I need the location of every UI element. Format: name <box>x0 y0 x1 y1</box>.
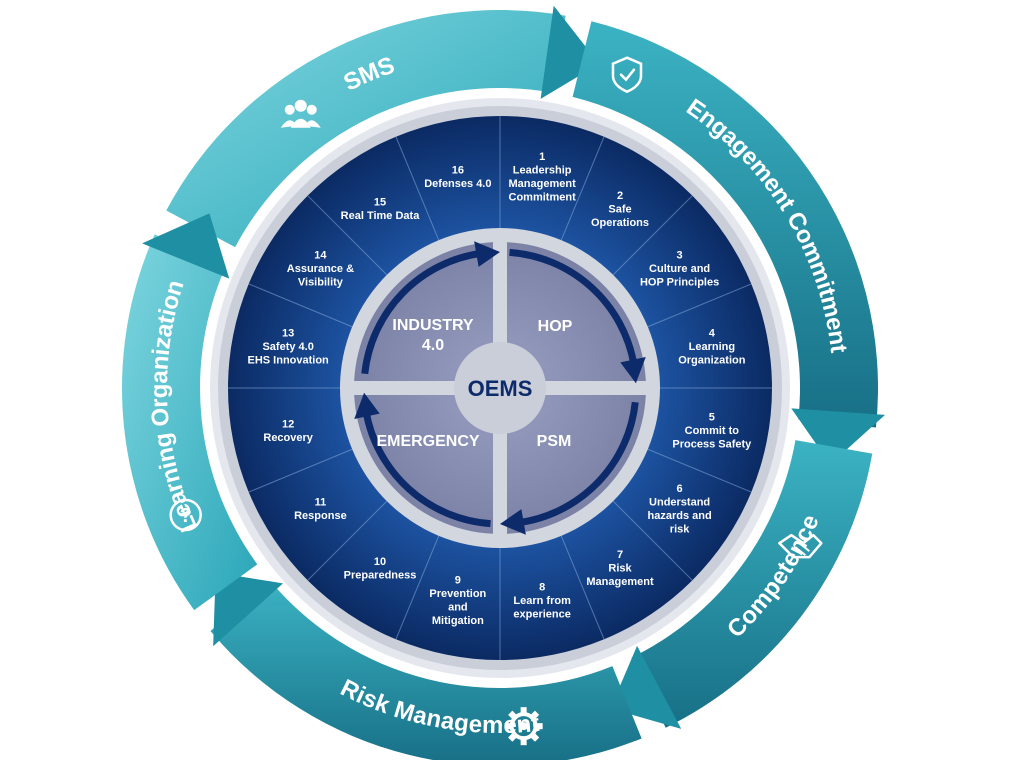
segment-divider <box>395 535 440 640</box>
center-circle <box>454 342 546 434</box>
svg-text:?: ? <box>180 505 192 527</box>
cycle-arrow-arc <box>509 248 638 365</box>
outer-ring-arrowhead-sms <box>540 5 600 99</box>
segment-divider <box>612 195 693 276</box>
cycle-arrowhead <box>500 509 526 535</box>
outer-ring-segment-learning-organization <box>121 234 258 611</box>
cycle-arrowhead <box>474 241 500 267</box>
outer-ring-arrowhead-learning-organization <box>142 213 230 279</box>
quadrant-label-industry: INDUSTRY <box>392 317 474 334</box>
gear-icon <box>504 707 543 746</box>
shield-check-icon <box>611 56 643 94</box>
question-circle-icon: ? <box>169 498 202 532</box>
quadrant-label-hop: HOP <box>538 318 573 335</box>
segment-divider <box>307 500 388 581</box>
cycle-arrow-arc <box>518 401 639 527</box>
segment-divider <box>647 448 752 493</box>
outer-ring-segment-engagement-commitment <box>572 21 878 428</box>
people-group-icon <box>280 99 321 128</box>
cycle-arrowhead <box>620 357 646 384</box>
outer-ring-arrowhead-engagement-commitment <box>791 408 886 465</box>
outer-ring-segment-competence <box>631 440 873 728</box>
segment-divider <box>560 136 605 241</box>
segment-divider <box>612 500 693 581</box>
quadrant-label-emergency: EMERGENCY <box>376 433 479 450</box>
center-label: OEMS <box>468 376 533 401</box>
segment-divider <box>248 283 353 328</box>
cycle-arrow-arc <box>361 249 482 375</box>
segment-divider <box>307 195 388 276</box>
quadrant-label-psm: PSM <box>537 433 572 450</box>
cycle-arrow-arc <box>362 411 491 528</box>
segment-divider <box>395 136 440 241</box>
segment-divider <box>560 535 605 640</box>
outer-ring-arrowhead-risk-management <box>213 572 284 647</box>
handshake-icon <box>778 533 823 559</box>
quadrant-label-industry-line2: 4.0 <box>422 337 444 354</box>
outer-ring-segment-sms <box>166 10 566 248</box>
segment-divider <box>248 448 353 493</box>
segment-divider <box>647 283 752 328</box>
cycle-arrowhead <box>354 392 380 419</box>
